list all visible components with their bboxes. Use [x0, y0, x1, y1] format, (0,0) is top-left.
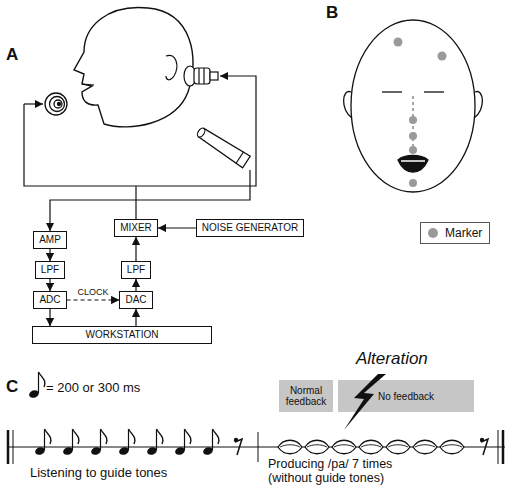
- microphone: [195, 125, 250, 168]
- tempo-note: = 200 or 300 ms: [46, 381, 140, 395]
- lip-symbol: [388, 445, 408, 447]
- note-flag: [185, 429, 191, 444]
- signal-arrow: [49, 279, 50, 292]
- signal-arrow: [135, 309, 136, 327]
- note-stem: [128, 429, 129, 450]
- lip-symbol: [305, 440, 329, 454]
- note-stem: [38, 372, 39, 393]
- lip-symbol: [415, 445, 435, 447]
- filter-box: LPF: [121, 261, 151, 279]
- panel-letter: B: [326, 4, 338, 23]
- lip-symbol: [442, 445, 462, 447]
- signal-arrow: [49, 309, 50, 327]
- phase-caption: Listening to guide tones: [30, 466, 167, 480]
- note-flag: [39, 372, 45, 387]
- phase-caption: Producing /pa/ 7 times (without guide to…: [268, 458, 418, 486]
- amplifier-box: AMP: [33, 231, 67, 249]
- panel-letter: A: [6, 46, 18, 65]
- converter-box: ADC: [33, 291, 66, 309]
- alteration-label: Alteration: [356, 350, 428, 369]
- filter-box: LPF: [35, 261, 65, 279]
- wire: [24, 76, 256, 231]
- workstation-box: WORKSTATION: [32, 326, 212, 344]
- lip-symbol: [413, 440, 437, 454]
- lip-symbol: [440, 440, 464, 454]
- rest: [235, 439, 242, 455]
- earphone: [184, 66, 218, 86]
- note-flag: [45, 429, 51, 444]
- node-text: ADC: [39, 294, 60, 306]
- node-text: DAC: [125, 294, 146, 306]
- mouth: [82, 84, 94, 85]
- note-stem: [72, 429, 73, 450]
- ear: [166, 55, 177, 79]
- node-text: LPF: [41, 264, 59, 276]
- node-text: WORKSTATION: [38, 329, 206, 341]
- rest: [481, 439, 488, 455]
- lip-symbol: [386, 440, 410, 454]
- converter-box: DAC: [119, 291, 152, 309]
- node-text: NOISE GENERATOR: [202, 222, 298, 234]
- note-flag: [73, 429, 79, 444]
- note-stem: [184, 429, 185, 450]
- noise-generator-box: NOISE GENERATOR: [196, 219, 304, 237]
- note-stem: [44, 429, 45, 450]
- panel-letter: C: [6, 378, 18, 397]
- staff: [8, 430, 505, 464]
- signal-arrow: [135, 279, 136, 292]
- note-stem: [100, 429, 101, 450]
- signal-arrow: [158, 227, 196, 228]
- note-flag: [101, 429, 107, 444]
- condition-band: Normal feedback: [279, 380, 333, 412]
- legend-swatch: [428, 228, 438, 238]
- note-flag: [157, 429, 163, 444]
- head-outline: [74, 8, 193, 127]
- note-flag: [129, 429, 135, 444]
- face: [344, 20, 483, 192]
- lip-symbol: [278, 440, 302, 454]
- note-flag: [213, 429, 219, 444]
- mixer-box: MIXER: [114, 219, 158, 237]
- marker-dot: [394, 38, 447, 188]
- speaker-spiral: [45, 93, 67, 115]
- lip-symbol: [307, 445, 327, 447]
- signal-arrow: [49, 249, 50, 262]
- node-text: LPF: [127, 264, 145, 276]
- lip-symbol: [332, 440, 356, 454]
- note-stem: [156, 429, 157, 450]
- legend-box: Marker: [420, 222, 490, 244]
- condition-band: No feedback: [338, 380, 474, 412]
- lip-symbol: [361, 445, 381, 447]
- legend-text: Marker: [445, 226, 482, 240]
- lip-symbol: [334, 445, 354, 447]
- node-text: Normal feedback: [282, 385, 330, 407]
- node-text: AMP: [39, 234, 61, 246]
- edge-label: CLOCK: [76, 288, 109, 297]
- note-symbols: [28, 372, 488, 456]
- node-text: No feedback: [341, 391, 471, 402]
- note-stem: [212, 429, 213, 450]
- lip-symbol: [280, 445, 300, 447]
- signal-arrow: [67, 299, 120, 300]
- signal-arrow: [135, 237, 136, 262]
- lip-symbol: [359, 440, 383, 454]
- node-text: MIXER: [120, 222, 152, 234]
